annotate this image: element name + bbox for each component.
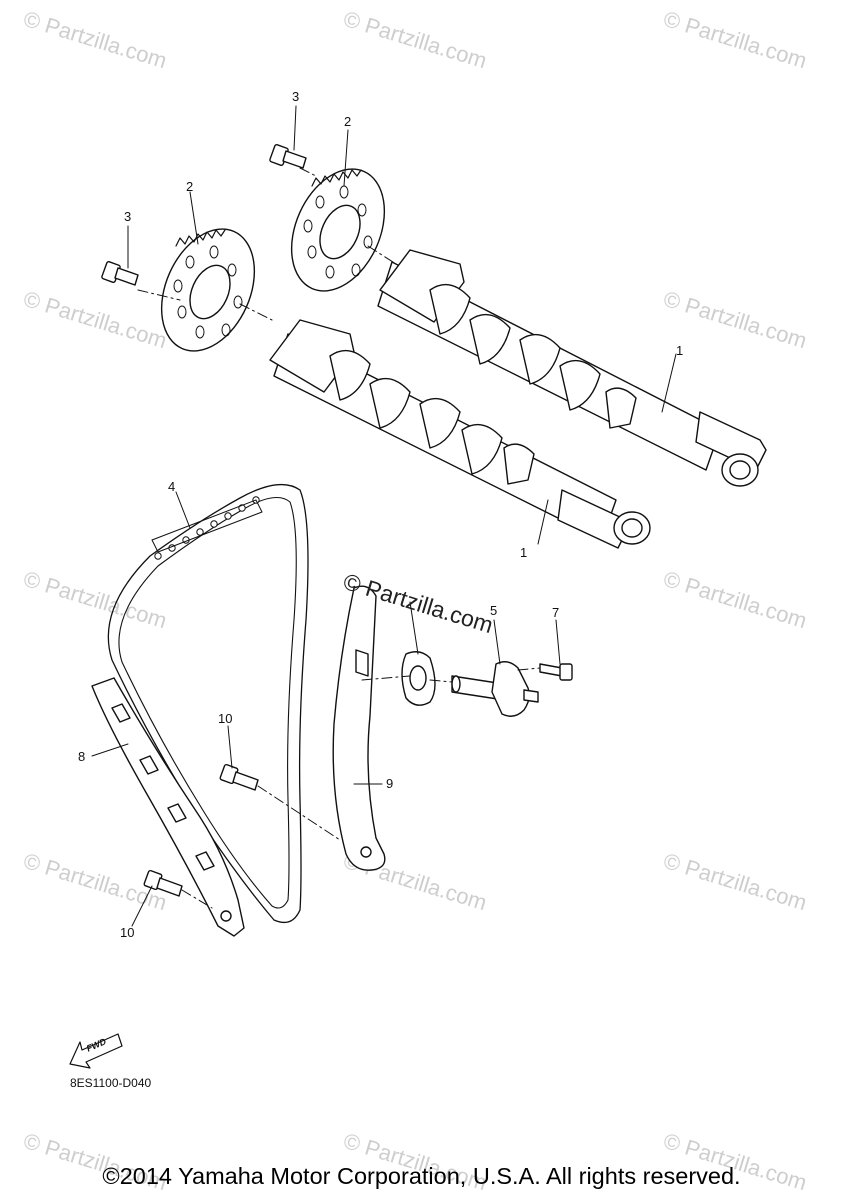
tensioner-bolt [539,663,573,681]
chain-tensioner [451,661,539,717]
bolt-left [101,261,139,286]
callout-guide-bolt-upper: 10 [218,711,233,726]
tensioner-guide [332,585,386,871]
callout-bolt-right: 3 [292,89,300,104]
camshaft-rear [377,249,767,487]
callout-sprocket-left: 2 [186,179,194,194]
callout-chain-guide: 8 [78,749,86,764]
cam-sprocket-right [290,168,386,292]
callout-camshaft-rear: 1 [676,343,684,358]
callout-sprocket-right: 2 [344,114,352,129]
timing-chain [107,484,309,924]
guide-bolt-upper [219,763,259,791]
callout-tensioner-bolt: 7 [552,605,560,620]
callout-camshaft-front: 1 [520,545,528,560]
callout-tensioner-guide: 9 [386,776,394,791]
callout-bolt-left: 3 [124,209,132,224]
camshaft-front [269,319,651,549]
diagram-code: 8ES1100-D040 [70,1076,152,1090]
cam-sprocket-left [160,228,256,352]
tensioner-gasket [401,651,436,706]
guide-bolt-lower [143,869,183,897]
chain-guide [91,677,245,937]
fwd-arrow-icon [69,1033,123,1069]
callout-chain-tensioner: 5 [490,603,498,618]
copyright-notice: ©2014 Yamaha Motor Corporation, U.S.A. A… [102,1163,741,1189]
bolt-right [269,144,307,169]
callout-timing-chain: 4 [168,479,176,494]
callout-guide-bolt-lower: 10 [120,925,135,940]
